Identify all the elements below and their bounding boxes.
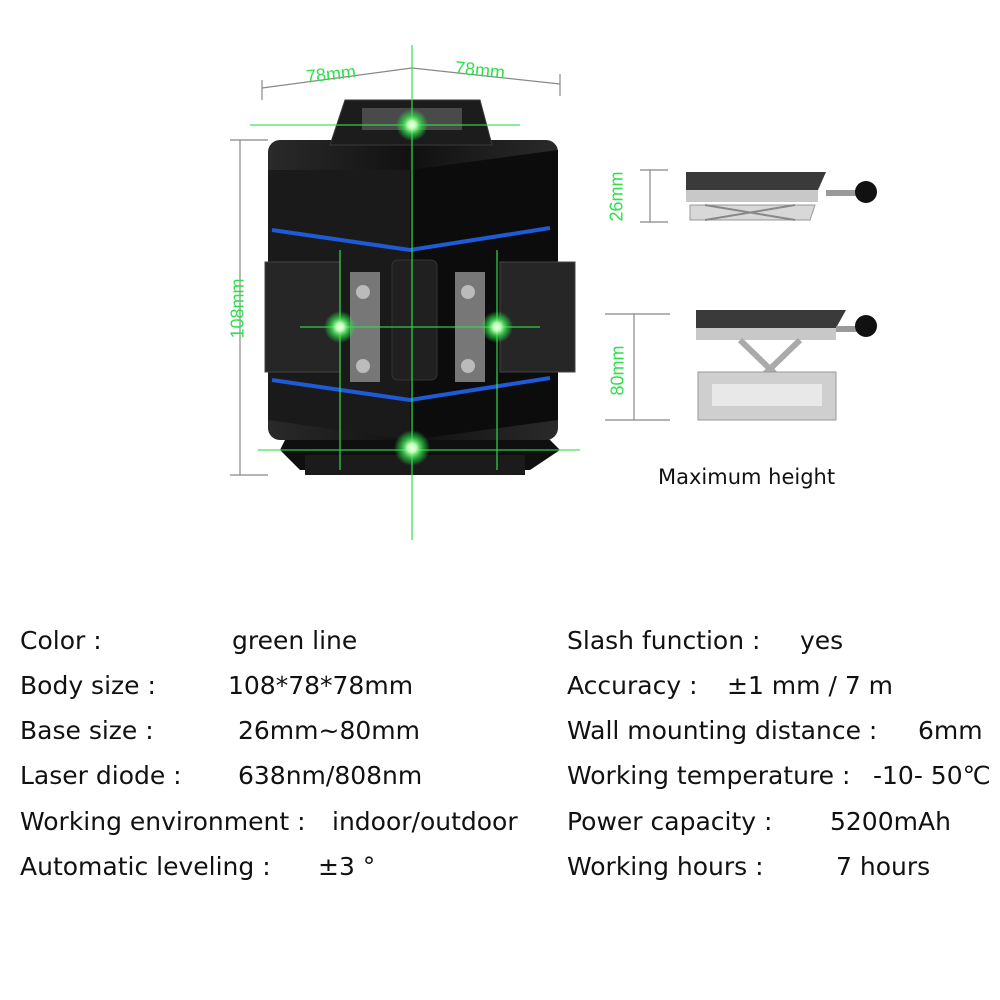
spec-body-size-value: 108*78*78mm	[228, 671, 414, 700]
spec-color-value: green line	[232, 626, 358, 655]
spec-environment-value: indoor/outdoor	[332, 807, 518, 836]
dimension-lines	[230, 67, 670, 476]
spec-base-size-value: 26mm~80mm	[238, 716, 420, 745]
adjust-knob-icon	[855, 181, 877, 203]
laser-emitter-left	[324, 311, 356, 343]
device-body	[264, 99, 576, 440]
spec-laser-diode-label: Laser diode :	[20, 761, 182, 790]
spec-power-label: Power capacity :	[567, 807, 773, 836]
laser-emitter-bottom	[394, 430, 430, 466]
spec-hours-value: 7 hours	[836, 852, 931, 881]
spec-body-size-label: Body size :	[20, 671, 156, 700]
lift-table-raised	[696, 310, 877, 421]
spec-slash-label: Slash function :	[567, 626, 761, 655]
spec-color-label: Color :	[20, 626, 102, 655]
laser-emitter-right	[481, 311, 513, 343]
spec-wall-mount-value: 6mm	[918, 716, 983, 745]
spec-accuracy-label: Accuracy :	[567, 671, 698, 700]
spec-base-size-label: Base size :	[20, 716, 154, 745]
spec-power-value: 5200mAh	[830, 807, 951, 836]
laser-emitters	[324, 109, 513, 466]
dim-base-min: 26mm	[606, 171, 627, 222]
spec-laser-diode-value: 638nm/808nm	[238, 761, 423, 790]
spec-temperature-value: -10- 50℃	[873, 761, 991, 790]
spec-wall-mount-label: Wall mounting distance :	[567, 716, 878, 745]
spec-leveling-value: ±3 °	[318, 852, 376, 881]
dim-height: 108mm	[227, 278, 248, 339]
spec-accuracy-value: ±1 mm / 7 m	[727, 671, 894, 700]
adjust-knob-icon	[855, 315, 877, 337]
dim-base-max: 80mm	[607, 345, 628, 396]
spec-leveling-label: Automatic leveling :	[20, 852, 271, 881]
spec-temperature-label: Working temperature :	[567, 761, 851, 790]
spec-hours-label: Working hours :	[567, 852, 764, 881]
laser-emitter-top	[396, 109, 428, 141]
spec-environment-label: Working environment :	[20, 807, 306, 836]
max-height-caption: Maximum height	[658, 465, 836, 489]
laser-level-illustration	[230, 45, 877, 540]
spec-slash-value: yes	[800, 626, 844, 655]
lift-table-lowered	[686, 172, 877, 221]
